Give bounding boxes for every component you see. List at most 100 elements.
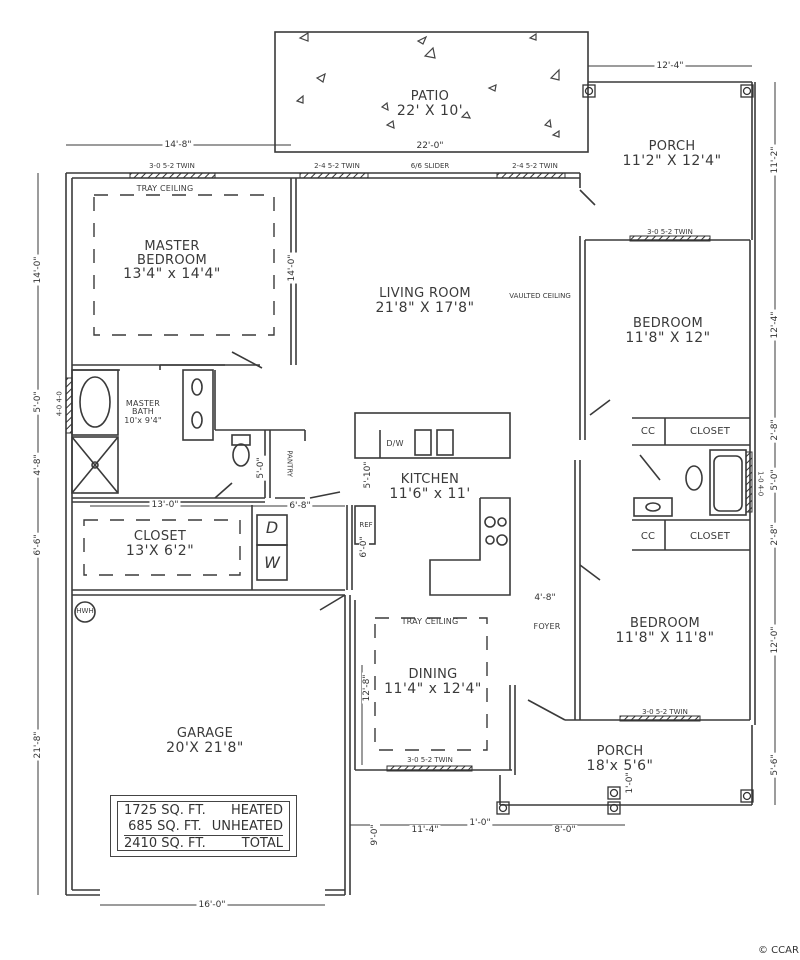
dim-porch-step: 1'-0" bbox=[625, 770, 635, 796]
master-closet-label: CLOSET 13'X 6'2" bbox=[126, 530, 194, 558]
area-summary-inner: 1725 SQ. FT. HEATED 685 SQ. FT. UNHEATED… bbox=[117, 801, 290, 851]
dining-name: DINING bbox=[408, 667, 458, 682]
area-heated-row: 1725 SQ. FT. HEATED bbox=[124, 803, 283, 819]
living-room-name: LIVING ROOM bbox=[379, 286, 471, 301]
master-bedroom-label: MASTER BEDROOM 13'4" x 14'4" bbox=[123, 240, 221, 282]
dim-right-3: 5'-0" bbox=[770, 467, 780, 493]
kitchen-label: KITCHEN 11'6" x 11' bbox=[389, 473, 470, 501]
window-living-slider: 6/6 SLIDER bbox=[410, 162, 450, 170]
rear-porch-size: 11'2" X 12'4" bbox=[622, 152, 722, 169]
kitchen-name: KITCHEN bbox=[400, 472, 460, 487]
dim-front-8-0: 8'-0" bbox=[552, 825, 578, 835]
window-living-left: 2-4 5-2 TWIN bbox=[314, 162, 360, 170]
dim-ref-depth: 6'-0" bbox=[359, 534, 369, 560]
kitchen-size: 11'6" x 11' bbox=[389, 485, 471, 502]
dining-tray-ceiling: TRAY CEILING bbox=[401, 617, 459, 626]
dim-closet-width: 13'-0" bbox=[149, 500, 181, 510]
foyer-label: FOYER bbox=[533, 622, 561, 631]
window-master-bath: 4-0 4-0 bbox=[55, 391, 64, 417]
area-unheated-value: 685 SQ. FT. bbox=[128, 819, 202, 834]
dim-porch-width: 12'-4" bbox=[654, 61, 686, 71]
master-bath-label: MASTER BATH 10'x 9'4" bbox=[124, 399, 162, 425]
bedroom-2-label: BEDROOM 11'8" X 12" bbox=[625, 317, 710, 345]
dim-left-4: 21'-8" bbox=[33, 729, 43, 761]
rear-porch-label: PORCH 11'2" X 12'4" bbox=[622, 140, 721, 168]
washer-label: W bbox=[264, 553, 280, 572]
dim-front-11-4: 11'-4" bbox=[409, 825, 441, 835]
area-total-row: 2410 SQ. FT. TOTAL bbox=[124, 835, 283, 852]
dim-left-3: 6'-6" bbox=[33, 532, 43, 558]
window-master-top: 3-0 5-2 TWIN bbox=[149, 162, 195, 170]
dim-right-5: 12'-0" bbox=[770, 624, 780, 656]
dim-garage-door: 16'-0" bbox=[196, 900, 228, 910]
dim-right-4: 2'-8" bbox=[770, 522, 780, 548]
dim-garage-offset: 9'-0" bbox=[370, 822, 380, 848]
area-unheated-label: UNHEATED bbox=[211, 819, 283, 834]
window-living-right: 2-4 5-2 TWIN bbox=[512, 162, 558, 170]
dim-laundry-width: 6'-8" bbox=[287, 501, 313, 511]
dim-left-2: 4'-8" bbox=[33, 452, 43, 478]
dim-right-2: 2'-8" bbox=[770, 417, 780, 443]
dim-right-0: 11'-2" bbox=[770, 144, 780, 176]
dim-foyer-width: 4'-8" bbox=[532, 593, 558, 603]
area-heated-value: 1725 SQ. FT. bbox=[124, 803, 206, 818]
window-dining-bottom: 3-0 5-2 TWIN bbox=[407, 756, 453, 764]
front-porch-label: PORCH 18'x 5'6" bbox=[586, 745, 653, 773]
water-heater-label: HWH bbox=[76, 607, 94, 615]
dryer-label: D bbox=[265, 518, 279, 537]
vaulted-ceiling: VAULTED CEILING bbox=[509, 292, 571, 300]
refrigerator-label: REF bbox=[359, 521, 373, 529]
area-total-label: TOTAL bbox=[241, 836, 283, 851]
area-total-value: 2410 SQ. FT. bbox=[124, 836, 206, 851]
bedroom-3-label: BEDROOM 11'8" X 11'8" bbox=[615, 617, 714, 645]
dim-dining-depth: 12'-8" bbox=[362, 672, 372, 704]
dim-left-0: 14'-0" bbox=[33, 254, 43, 286]
window-bedroom2-top: 3-0 5-2 TWIN bbox=[647, 228, 693, 236]
closet-a-cc: CC bbox=[640, 426, 656, 437]
bedroom-3-size: 11'8" X 11'8" bbox=[615, 629, 715, 646]
window-bedroom3-bottom: 3-0 5-2 TWIN bbox=[642, 708, 688, 716]
pantry-label: PANTRY bbox=[285, 450, 294, 478]
master-bath-name: MASTER bbox=[125, 399, 161, 408]
front-porch-name: PORCH bbox=[596, 744, 644, 759]
dim-wc-depth: 5'-0" bbox=[256, 455, 266, 481]
master-tray-ceiling: TRAY CEILING bbox=[136, 184, 194, 193]
living-room-size: 21'8" X 17'8" bbox=[375, 299, 475, 316]
garage-size: 20'X 21'8" bbox=[166, 739, 244, 756]
garage-name: GARAGE bbox=[176, 726, 234, 741]
master-closet-name: CLOSET bbox=[133, 529, 187, 544]
dim-right-1: 12'-4" bbox=[770, 309, 780, 341]
dim-master-inner: 14'-0" bbox=[287, 252, 297, 284]
dim-kitchen-depth: 5'-10" bbox=[363, 459, 373, 491]
bedroom-2-name: BEDROOM bbox=[633, 316, 703, 331]
master-bath-name2: BATH bbox=[131, 407, 155, 417]
rear-porch-name: PORCH bbox=[648, 139, 696, 154]
dim-patio-width: 22'-0" bbox=[414, 141, 446, 151]
bedroom-3-name: BEDROOM bbox=[630, 616, 700, 631]
dim-top-master: 14'-8" bbox=[162, 140, 194, 150]
closet-b-cc: CC bbox=[640, 531, 656, 542]
window-hall-bath: 1-0 4-0 bbox=[756, 471, 765, 497]
area-summary-box: 1725 SQ. FT. HEATED 685 SQ. FT. UNHEATED… bbox=[110, 795, 297, 857]
area-heated-label: HEATED bbox=[230, 803, 283, 818]
patio-label: PATIO 22' X 10' bbox=[397, 90, 463, 118]
living-room-label: LIVING ROOM 21'8" X 17'8" bbox=[375, 287, 474, 315]
dining-label: DINING 11'4" x 12'4" bbox=[384, 668, 482, 696]
closet-b-label: CLOSET bbox=[689, 531, 731, 542]
master-bedroom-name2: BEDROOM bbox=[137, 252, 207, 268]
dining-size: 11'4" x 12'4" bbox=[384, 680, 482, 697]
master-closet-size: 13'X 6'2" bbox=[125, 542, 195, 559]
area-unheated-row: 685 SQ. FT. UNHEATED bbox=[124, 819, 283, 835]
garage-label: GARAGE 20'X 21'8" bbox=[166, 727, 244, 755]
bedroom-2-size: 11'8" X 12" bbox=[625, 329, 711, 346]
master-bath-size: 10'x 9'4" bbox=[124, 415, 162, 425]
dim-left-1: 5'-0" bbox=[33, 389, 43, 415]
dim-right-6: 5'-6" bbox=[770, 752, 780, 778]
patio-size: 22' X 10' bbox=[396, 102, 464, 119]
closet-a-label: CLOSET bbox=[689, 426, 731, 437]
copyright-notice: © CCAR bbox=[758, 945, 799, 956]
front-porch-size: 18'x 5'6" bbox=[586, 757, 654, 774]
master-bedroom-size: 13'4" x 14'4" bbox=[123, 266, 221, 283]
patio-name: PATIO bbox=[410, 89, 450, 104]
